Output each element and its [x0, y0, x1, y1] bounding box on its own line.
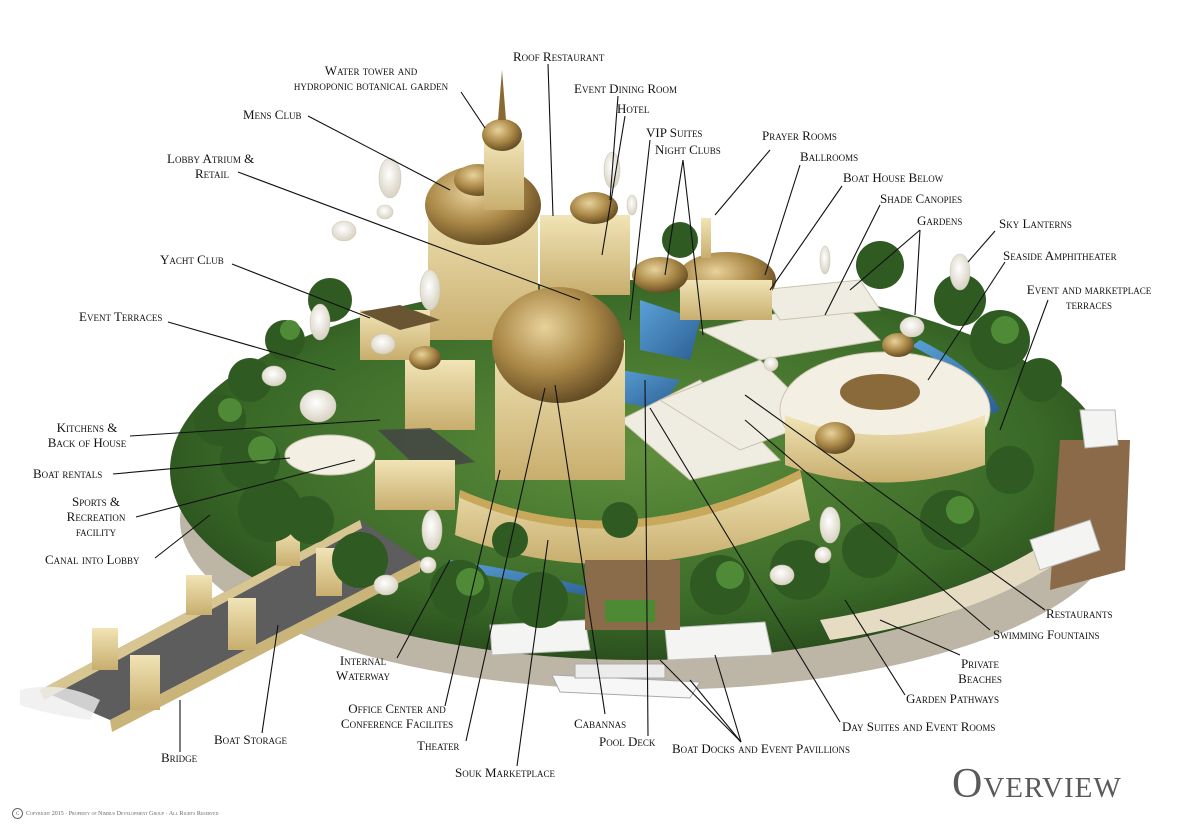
arcade-ring	[455, 470, 810, 565]
main-buildings	[284, 70, 914, 510]
label-sky-lanterns: Sky Lanterns	[999, 216, 1072, 231]
label-private-beaches-line2: Beaches	[958, 671, 1002, 686]
label-office-center-line2: Conference Facilites	[340, 716, 454, 731]
label-sports-line1: Sports &	[71, 494, 121, 509]
label-internal-waterway-line1: Internal	[339, 653, 387, 668]
label-kitchens-line1: Kitchens &	[56, 420, 118, 435]
foliage-highlights	[218, 316, 1019, 596]
seaside-amphitheater	[779, 351, 991, 483]
label-prayer-rooms: Prayer Rooms	[762, 128, 837, 143]
label-boat-house-below: Boat House Below	[843, 170, 944, 185]
label-roof-restaurant: Roof Restaurant	[513, 49, 605, 64]
label-event-terraces: Event Terraces	[79, 309, 163, 324]
bridge	[20, 520, 420, 732]
bridge-tower	[228, 598, 256, 650]
label-mens-club: Mens Club	[243, 107, 302, 122]
label-night-clubs: Night Clubs	[655, 142, 721, 157]
label-event-marketplace-line1: Event and marketplace	[1026, 282, 1152, 297]
label-day-suites: Day Suites and Event Rooms	[842, 719, 996, 734]
label-ballrooms: Ballrooms	[800, 149, 859, 164]
page-title: Overview	[952, 761, 1122, 807]
yacht	[551, 663, 701, 699]
label-sports: Sports & Recreation facility	[56, 494, 136, 539]
label-event-marketplace-line2: terraces	[1065, 297, 1112, 312]
label-internal-waterway: Internal Waterway	[328, 653, 398, 683]
label-sports-line3: facility	[75, 524, 117, 539]
label-shade-canopies: Shade Canopies	[880, 191, 963, 206]
bridge-tower	[186, 575, 212, 615]
label-boat-storage: Boat Storage	[214, 732, 287, 747]
label-boat-rentals: Boat rentals	[33, 466, 103, 481]
label-lobby-atrium: Lobby Atrium & Retail	[167, 151, 254, 181]
copyright-text: Copyright 2015 · Property of Nimbus Deve…	[26, 810, 219, 817]
private-beach	[820, 500, 1120, 640]
label-lobby-atrium-line1: Lobby Atrium &	[167, 151, 255, 166]
label-cabannas: Cabannas	[574, 716, 627, 731]
label-lobby-atrium-line2: Retail	[195, 166, 229, 181]
label-seaside-amphitheater: Seaside Amphitheater	[1003, 248, 1117, 263]
label-office-center-line1: Office Center and	[348, 701, 446, 716]
label-internal-waterway-line2: Waterway	[336, 668, 390, 683]
label-event-dining-room: Event Dining Room	[574, 81, 677, 96]
bridge-tower	[130, 655, 160, 710]
label-event-marketplace: Event and marketplace terraces	[1018, 282, 1160, 312]
label-kitchens-line2: Back of House	[47, 435, 127, 450]
label-canal-into-lobby: Canal into Lobby	[45, 552, 140, 567]
label-private-beaches-line1: Private	[960, 656, 1000, 671]
label-kitchens: Kitchens & Back of House	[40, 420, 134, 450]
label-swimming-fountains: Swimming Fountains	[993, 627, 1100, 642]
label-water-tower-line2: hydroponic botanical garden	[293, 78, 449, 93]
label-souk-marketplace: Souk Marketplace	[455, 765, 556, 780]
label-private-beaches: Private Beaches	[952, 656, 1008, 686]
boat-docks-pavilions	[489, 409, 1119, 661]
label-water-tower-line1: Water tower and	[324, 63, 418, 78]
boardwalk	[1050, 440, 1130, 590]
label-hotel: Hotel	[617, 101, 650, 116]
label-gardens: Gardens	[917, 213, 963, 228]
sky-lanterns	[261, 151, 971, 596]
label-office-center: Office Center and Conference Facilites	[330, 701, 464, 731]
label-water-tower: Water tower and hydroponic botanical gar…	[276, 63, 466, 93]
label-garden-pathways: Garden Pathways	[906, 691, 1000, 706]
label-theater: Theater	[417, 738, 460, 753]
label-bridge: Bridge	[161, 750, 198, 765]
label-restaurants: Restaurants	[1046, 606, 1113, 621]
label-yacht-club: Yacht Club	[160, 252, 224, 267]
leader-lines	[112, 63, 1049, 767]
bridge-tower	[92, 628, 118, 670]
label-sports-line2: Recreation	[66, 509, 126, 524]
label-pool-deck: Pool Deck	[599, 734, 656, 749]
label-boat-docks: Boat Docks and Event Pavillions	[672, 741, 851, 756]
copyright-icon: c	[12, 808, 23, 819]
label-vip-suites: VIP Suites	[646, 125, 703, 140]
